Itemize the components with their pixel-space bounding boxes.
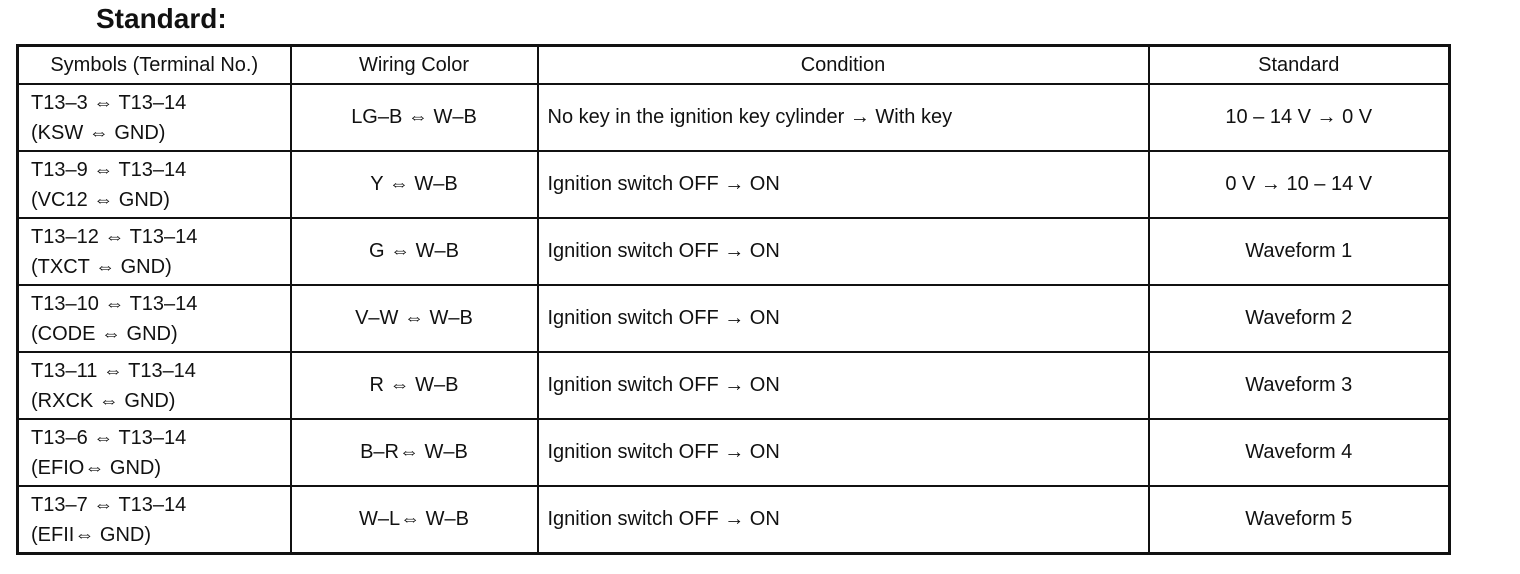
- terminal-symbols: (RXCK ⇔ GND): [31, 389, 176, 412]
- terminal-numbers: T13–7 ⇔ T13–14: [31, 493, 187, 516]
- symbols-cell: T13–6 ⇔ T13–14 (EFIO⇔ GND): [16, 418, 292, 487]
- condition-cell: Ignition switch OFF → ON: [536, 150, 1150, 219]
- standard-cell: Waveform 4: [1147, 418, 1451, 487]
- terminal-numbers: T13–10 ⇔ T13–14: [31, 292, 198, 315]
- condition-cell: Ignition switch OFF → ON: [536, 284, 1150, 353]
- table-row: T13–9 ⇔ T13–14 (VC12 ⇔ GND) Y ⇔ W–B Igni…: [16, 150, 1451, 219]
- terminal-symbols: (VC12 ⇔ GND): [31, 188, 170, 211]
- terminal-symbols: (TXCT ⇔ GND): [31, 255, 172, 278]
- header-condition: Condition: [536, 44, 1150, 85]
- standard-cell: Waveform 2: [1147, 284, 1451, 353]
- terminal-numbers: T13–11 ⇔ T13–14: [31, 359, 196, 382]
- condition-cell: Ignition switch OFF → ON: [536, 485, 1150, 555]
- terminal-symbols: (EFIO⇔ GND): [31, 456, 161, 479]
- standard-cell: 0 V → 10 – 14 V: [1147, 150, 1451, 219]
- terminal-numbers: T13–6 ⇔ T13–14: [31, 426, 187, 449]
- wiring-color-cell: LG–B ⇔ W–B: [289, 83, 539, 152]
- standard-cell: Waveform 5: [1147, 485, 1451, 555]
- table-row: T13–10 ⇔ T13–14 (CODE ⇔ GND) V–W ⇔ W–B I…: [16, 284, 1451, 353]
- terminal-symbols: (CODE ⇔ GND): [31, 322, 178, 345]
- terminal-symbols: (KSW ⇔ GND): [31, 121, 166, 144]
- terminal-numbers: T13–9 ⇔ T13–14: [31, 158, 187, 181]
- wiring-color-cell: B–R⇔ W–B: [289, 418, 539, 487]
- standard-cell: Waveform 3: [1147, 351, 1451, 420]
- standard-cell: Waveform 1: [1147, 217, 1451, 286]
- symbols-cell: T13–7 ⇔ T13–14 (EFII⇔ GND): [16, 485, 292, 555]
- wiring-color-cell: R ⇔ W–B: [289, 351, 539, 420]
- condition-cell: Ignition switch OFF → ON: [536, 217, 1150, 286]
- wiring-color-cell: V–W ⇔ W–B: [289, 284, 539, 353]
- terminal-numbers: T13–12 ⇔ T13–14: [31, 225, 198, 248]
- symbols-cell: T13–9 ⇔ T13–14 (VC12 ⇔ GND): [16, 150, 292, 219]
- table-row: T13–6 ⇔ T13–14 (EFIO⇔ GND) B–R⇔ W–B Igni…: [16, 418, 1451, 487]
- table-row: T13–11 ⇔ T13–14 (RXCK ⇔ GND) R ⇔ W–B Ign…: [16, 351, 1451, 420]
- table-row: T13–3 ⇔ T13–14 (KSW ⇔ GND) LG–B ⇔ W–B No…: [16, 83, 1451, 152]
- table-row: T13–12 ⇔ T13–14 (TXCT ⇔ GND) G ⇔ W–B Ign…: [16, 217, 1451, 286]
- condition-cell: Ignition switch OFF → ON: [536, 351, 1150, 420]
- wiring-color-cell: W–L⇔ W–B: [289, 485, 539, 555]
- wiring-color-cell: G ⇔ W–B: [289, 217, 539, 286]
- standard-cell: 10 – 14 V → 0 V: [1147, 83, 1451, 152]
- table-row: T13–7 ⇔ T13–14 (EFII⇔ GND) W–L⇔ W–B Igni…: [16, 485, 1451, 555]
- terminal-symbols: (EFII⇔ GND): [31, 523, 151, 546]
- header-standard: Standard: [1147, 44, 1451, 85]
- symbols-cell: T13–3 ⇔ T13–14 (KSW ⇔ GND): [16, 83, 292, 152]
- symbols-cell: T13–11 ⇔ T13–14 (RXCK ⇔ GND): [16, 351, 292, 420]
- header-symbols: Symbols (Terminal No.): [16, 44, 292, 85]
- wiring-color-cell: Y ⇔ W–B: [289, 150, 539, 219]
- symbols-cell: T13–10 ⇔ T13–14 (CODE ⇔ GND): [16, 284, 292, 353]
- page-title: Standard:: [96, 3, 227, 34]
- condition-cell: Ignition switch OFF → ON: [536, 418, 1150, 487]
- table-header-row: Symbols (Terminal No.) Wiring Color Cond…: [16, 44, 1451, 85]
- standard-table: Symbols (Terminal No.) Wiring Color Cond…: [16, 44, 1451, 555]
- terminal-numbers: T13–3 ⇔ T13–14: [31, 91, 187, 114]
- symbols-cell: T13–12 ⇔ T13–14 (TXCT ⇔ GND): [16, 217, 292, 286]
- header-wiring-color: Wiring Color: [289, 44, 539, 85]
- condition-cell: No key in the ignition key cylinder → Wi…: [536, 83, 1150, 152]
